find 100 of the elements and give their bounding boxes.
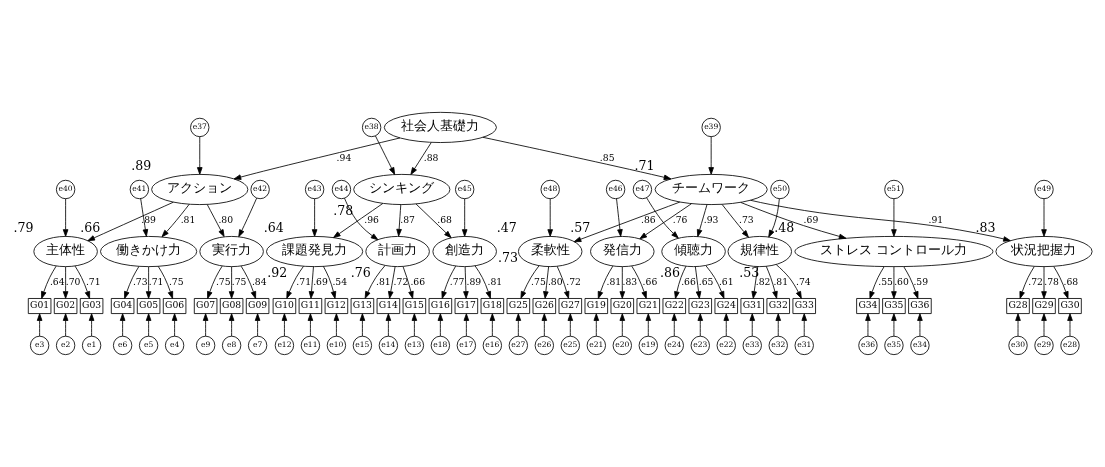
node-ellipse: 社会人基礎力 (383, 111, 497, 143)
node-circle: e41 (129, 179, 150, 200)
edge-label: .60 (894, 275, 909, 287)
arrow (375, 135, 396, 175)
arrow (482, 136, 672, 181)
node-box: G04 (110, 298, 135, 314)
arrow (161, 203, 190, 238)
node-circle: e43 (304, 179, 325, 200)
node-circle: e27 (508, 335, 528, 356)
edge-label: .75 (215, 275, 231, 287)
node-ellipse: 働きかけ力 (100, 236, 198, 268)
arrow (402, 266, 414, 299)
arrow (697, 313, 704, 337)
node-circle: e36 (858, 335, 878, 356)
arrow (281, 313, 288, 337)
arrow (410, 142, 432, 175)
edge-label: .73 (739, 213, 754, 225)
node-circle: e21 (586, 335, 606, 356)
edge-label: .66 (642, 275, 658, 287)
edge-label: .96 (364, 213, 379, 225)
arrow (674, 265, 687, 299)
arrow (775, 264, 802, 299)
edge-label: .55 (878, 275, 893, 287)
node-box: G19 (584, 298, 609, 314)
edge-label: .84 (251, 275, 267, 287)
arrow (36, 313, 43, 337)
node-box: G23 (688, 298, 712, 314)
arrow (1041, 198, 1047, 237)
node-label: .71 (634, 158, 655, 174)
node-box: G14 (376, 298, 401, 314)
arrow (646, 197, 679, 239)
arrow (202, 313, 209, 337)
arrow (891, 313, 897, 337)
node-circle: e30 (1008, 335, 1028, 356)
arrow (869, 266, 885, 299)
arrow (489, 313, 496, 337)
edge-label: .83 (622, 275, 638, 287)
node-box: G11 (298, 298, 323, 314)
arrow (1041, 266, 1047, 299)
arrow (322, 266, 337, 299)
node-circle: e44 (331, 179, 352, 200)
node-label: .73 (498, 250, 519, 266)
edge-label: .75 (531, 275, 546, 287)
arrow (619, 313, 626, 337)
node-circle: e6 (113, 335, 133, 356)
arrow (750, 199, 1011, 242)
arrow (1053, 266, 1069, 299)
arrow (801, 313, 807, 337)
edge-label: .89 (466, 275, 482, 287)
arrow (124, 266, 140, 299)
node-box: G02 (53, 298, 78, 314)
node-box: G20 (610, 298, 635, 314)
node-ellipse: 計画力 (365, 236, 430, 268)
arrow (74, 265, 91, 299)
node-box: G06 (162, 298, 187, 314)
arrow (119, 313, 126, 337)
arrow (441, 265, 457, 299)
arrow (396, 204, 402, 237)
node-box: G18 (480, 298, 505, 314)
arrow (705, 265, 725, 299)
node-circle: e7 (247, 335, 268, 356)
arrow (865, 313, 871, 337)
arrow (41, 265, 57, 299)
node-box: G17 (454, 298, 479, 314)
arrow (515, 313, 522, 337)
arrow (891, 198, 897, 237)
node-ellipse: シンキング (353, 173, 451, 205)
edge-label: .76 (672, 213, 688, 225)
node-circle: e28 (1060, 335, 1080, 356)
arrow (311, 198, 318, 237)
arrow (333, 203, 384, 239)
node-circle: e12 (274, 335, 295, 356)
node-circle: e5 (138, 335, 159, 356)
node-circle: e48 (540, 179, 560, 200)
edge-label: .74 (796, 275, 811, 287)
node-box: G05 (136, 298, 161, 314)
edge-label: .81 (376, 275, 391, 287)
arrow (775, 313, 781, 337)
arrow (87, 201, 174, 242)
arrow (1019, 266, 1035, 299)
arrow (233, 137, 401, 180)
arrow (567, 313, 574, 337)
node-box: G25 (506, 298, 531, 314)
arrow (768, 198, 780, 238)
node-circle: e42 (250, 179, 270, 200)
node-ellipse: 発信力 (590, 236, 655, 268)
node-circle: e29 (1034, 335, 1054, 356)
arrow (631, 265, 647, 299)
arrow (723, 313, 730, 337)
edge-label: .54 (332, 275, 348, 287)
node-circle: e31 (794, 335, 814, 356)
node-box: G16 (428, 298, 453, 314)
node-circle: e19 (638, 335, 658, 356)
node-box: G32 (766, 298, 790, 314)
edge-label: .77 (449, 275, 465, 287)
arrow (62, 198, 69, 237)
edge-label: .68 (437, 213, 452, 225)
arrow (411, 313, 418, 337)
edge-label: .78 (1044, 275, 1059, 287)
arrow (228, 313, 235, 337)
